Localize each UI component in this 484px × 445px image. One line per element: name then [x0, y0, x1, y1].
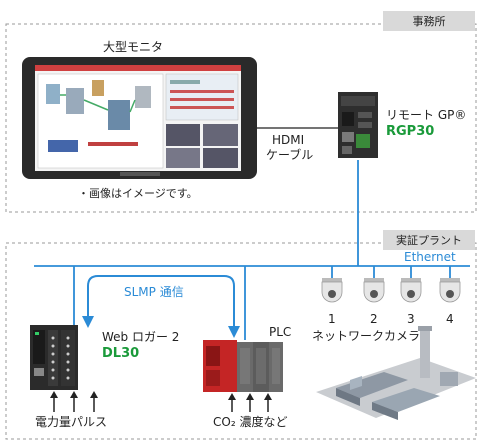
co2-input-label: CO₂ 濃度など [213, 415, 288, 429]
office-boundary [5, 23, 477, 213]
camera-icon [321, 278, 343, 303]
pulse-input-label: 電力量パルス [35, 415, 108, 429]
monitor-title: 大型モニタ [103, 40, 164, 54]
plant-tab: 実証プラント [383, 230, 475, 250]
camera-number-3: 3 [407, 312, 415, 326]
cable-label: ケーブル [266, 148, 314, 162]
pulse-input-arrows [50, 391, 98, 412]
camera-number-4: 4 [446, 312, 454, 326]
hdmi-label: HDMI [272, 133, 305, 147]
plant-boundary [5, 242, 477, 440]
camera-icon [400, 278, 422, 303]
network-camera-label: ネットワークカメラ [312, 329, 421, 343]
slmp-arrow-head-right [228, 326, 240, 338]
plc-label: PLC [269, 325, 292, 339]
camera-icon [363, 278, 385, 303]
slmp-arrow-path [87, 275, 235, 328]
camera-icon [439, 278, 461, 303]
slmp-label: SLMP 通信 [124, 285, 184, 299]
image-note: ・画像はイメージです。 [78, 187, 198, 200]
plc-device-icon [203, 340, 283, 392]
remote-gp-name: リモート GP® [386, 108, 467, 122]
remote-gp-device-icon [338, 92, 378, 158]
large-monitor-icon [22, 57, 257, 179]
camera-number-1: 1 [328, 312, 336, 326]
plant-facility-icon [316, 326, 476, 420]
web-logger-name: Web ロガー 2 [102, 330, 180, 344]
office-tab: 事務所 [383, 11, 475, 31]
remote-gp-model: RGP30 [386, 124, 435, 139]
web-logger-model: DL30 [102, 346, 140, 361]
ethernet-label: Ethernet [404, 250, 456, 264]
co2-input-arrows [228, 393, 272, 412]
camera-number-2: 2 [370, 312, 378, 326]
web-logger-device-icon [30, 325, 78, 390]
slmp-arrow-head-left [82, 316, 94, 328]
